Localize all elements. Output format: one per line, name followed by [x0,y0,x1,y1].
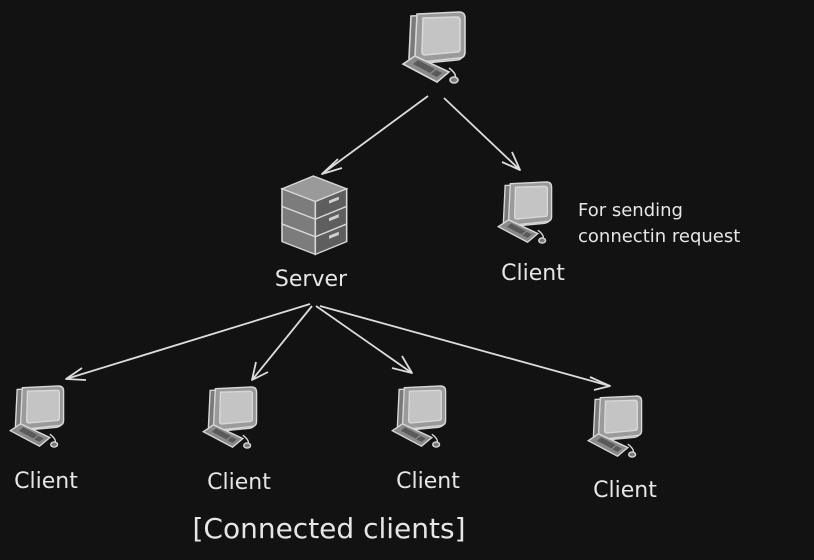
desktop-computer-icon [402,11,466,84]
connected-clients-caption: [Connected clients] [192,512,465,545]
client-4-label: Client [593,478,657,503]
server-rack-icon [281,175,348,256]
edge-server-to-client-3 [315,305,413,374]
server-label: Server [275,267,348,292]
client-3-label: Client [396,469,460,494]
node-server: Server [275,175,348,292]
connection-request-note: For sending connectin request [578,200,740,247]
node-client-1: Client [9,385,78,494]
node-requesting-client: Client [497,181,565,286]
desktop-computer-icon [587,395,643,458]
client-2-label: Client [207,470,271,495]
edges [65,95,611,391]
client-1-label: Client [14,469,78,494]
node-client-3: Client [391,385,460,494]
desktop-computer-icon [202,386,258,449]
desktop-computer-icon [9,385,65,448]
note-line-1: For sending [578,200,683,221]
edge-server-to-client-4 [319,305,611,391]
edge-top-to-server [321,95,429,175]
desktop-computer-icon [497,181,553,244]
note-line-2: connectin request [578,226,740,247]
edge-server-to-client-2 [251,305,313,381]
requesting-client-label: Client [501,261,565,286]
node-client-2: Client [202,386,271,495]
node-client-4: Client [587,395,657,503]
edge-server-to-client-1 [65,303,311,381]
node-top-pc [402,11,466,84]
edge-top-to-requesting-client [443,97,521,171]
desktop-computer-icon [391,385,447,448]
